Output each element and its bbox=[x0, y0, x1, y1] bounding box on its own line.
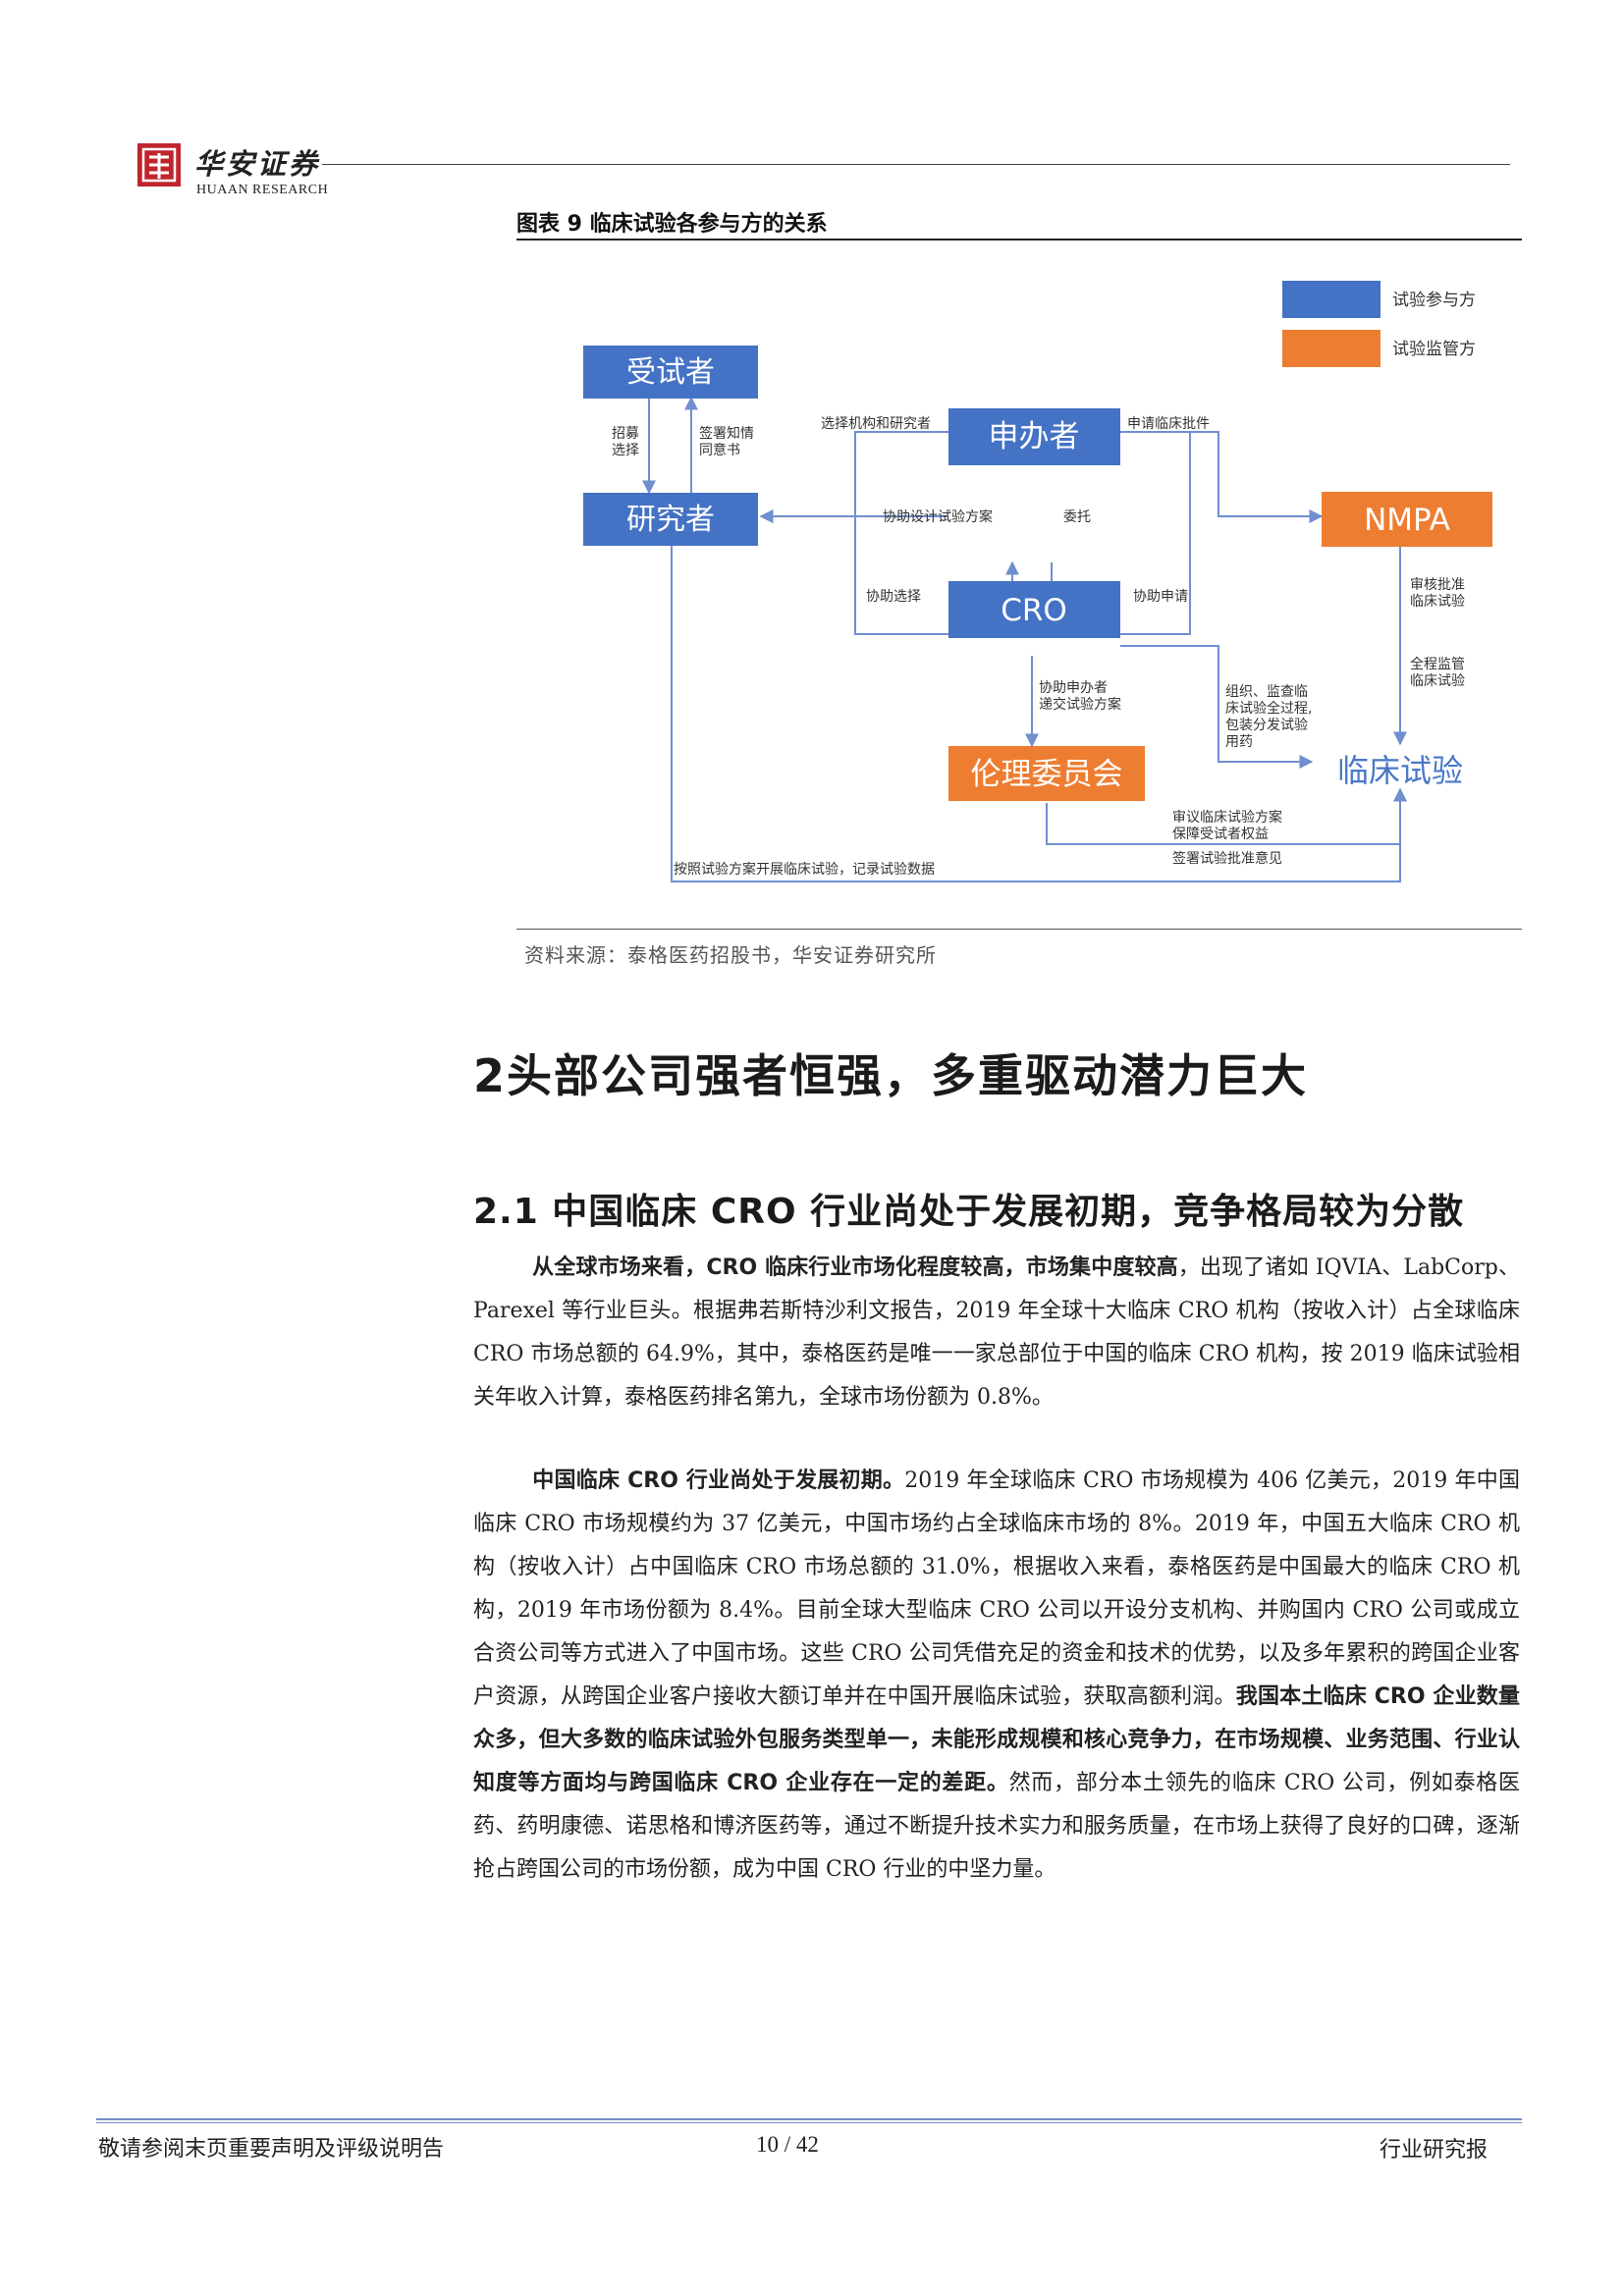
paragraph-global-market-body: ，出现了诸如 IQVIA、LabCorp、Parexel 等行业巨头。根据弗若斯… bbox=[473, 1255, 1520, 1410]
edge-label-organize-1: 组织、监查临 bbox=[1225, 684, 1308, 700]
node-investigator bbox=[583, 493, 758, 546]
page-number: 10 / 42 bbox=[756, 2132, 819, 2157]
edge-label-conduct: 按照试验方案开展临床试验，记录试验数据 bbox=[674, 861, 935, 878]
edge-label-select-inst: 选择机构和研究者 bbox=[821, 416, 931, 432]
edge-label-review-approve-1: 审核批准 bbox=[1410, 577, 1465, 593]
figure-source: 资料来源：泰格医药招股书，华安证券研究所 bbox=[524, 943, 937, 967]
node-ethics bbox=[948, 746, 1145, 801]
edge-label-assist-select: 协助选择 bbox=[866, 589, 921, 605]
node-cro bbox=[948, 581, 1120, 638]
node-investigator-label: 研究者 bbox=[626, 503, 715, 537]
edge-label-assist-design: 协助设计试验方案 bbox=[883, 508, 993, 525]
figure-top-rule bbox=[516, 239, 1522, 240]
edge-label-organize-4: 用药 bbox=[1225, 734, 1253, 750]
node-subject-label: 受试者 bbox=[626, 355, 715, 390]
relationship-diagram: 试验参与方 试验监管方 受试者 研究者 申办者 CR bbox=[583, 281, 1492, 882]
paragraph-china-market: 中国临床 CRO 行业尚处于发展初期。2019 年全球临床 CRO 市场规模为 … bbox=[473, 1460, 1520, 1892]
edge-label-recruit-2: 选择 bbox=[612, 443, 639, 458]
edge-label-assist-apply: 协助申请 bbox=[1133, 589, 1188, 605]
edge-label-consent-1: 签署知情 bbox=[699, 425, 754, 442]
legend-swatch-participant bbox=[1282, 281, 1380, 318]
footer-report-type: 行业研究报 bbox=[1380, 2138, 1489, 2163]
legend-swatch-regulator bbox=[1282, 330, 1380, 367]
node-nmpa bbox=[1322, 492, 1492, 547]
paragraph-china-market-lead: 中国临床 CRO 行业尚处于发展初期。 bbox=[532, 1468, 905, 1493]
node-cro-label: CRO bbox=[1001, 593, 1067, 628]
edge-label-consent-2: 同意书 bbox=[699, 442, 740, 458]
node-sponsor bbox=[948, 408, 1120, 465]
node-ethics-label: 伦理委员会 bbox=[971, 757, 1123, 792]
section-heading: 2头部公司强者恒强，多重驱动潜力巨大 bbox=[473, 1049, 1309, 1102]
paragraph-china-market-body1: 2019 年全球临床 CRO 市场规模为 406 亿美元，2019 年中国临床 … bbox=[473, 1468, 1520, 1709]
edge-label-sign-opinion: 签署试验批准意见 bbox=[1172, 850, 1282, 867]
edge-label-assist-submit-2: 递交试验方案 bbox=[1039, 696, 1121, 713]
edge-label-apply-approval: 申请临床批件 bbox=[1127, 416, 1210, 432]
node-nmpa-label: NMPA bbox=[1364, 503, 1450, 538]
edge-label-review-protocol-1: 审议临床试验方案 bbox=[1172, 809, 1282, 826]
footer-disclaimer: 敬请参阅末页重要声明及评级说明告 bbox=[98, 2137, 445, 2162]
brand-name-cn: 华安证券 bbox=[194, 147, 321, 181]
edge-label-review-approve-2: 临床试验 bbox=[1410, 594, 1465, 610]
edge-label-organize-2: 床试验全过程, bbox=[1225, 700, 1312, 717]
subsection-heading: 2.1 中国临床 CRO 行业尚处于发展初期，竞争格局较为分散 bbox=[473, 1192, 1465, 1232]
paragraph-china-market-body2: 然而，部分本土领先的临床 CRO 公司，例如泰格医药、药明康德、诺思格和博济医药… bbox=[473, 1771, 1521, 1882]
node-trial-label: 临床试验 bbox=[1337, 752, 1463, 789]
edge-label-assist-submit-1: 协助申办者 bbox=[1039, 680, 1108, 696]
node-subject bbox=[583, 346, 758, 399]
figure-bottom-rule bbox=[516, 929, 1522, 930]
edge-label-full-supervise-1: 全程监管 bbox=[1410, 656, 1465, 672]
paragraph-global-market-lead: 从全球市场来看，CRO 临床行业市场化程度较高，市场集中度较高 bbox=[532, 1255, 1178, 1280]
edge-label-entrust: 委托 bbox=[1063, 509, 1091, 525]
footer-divider-thin bbox=[96, 2122, 1522, 2123]
brand-name-en: HUAAN RESEARCH bbox=[196, 183, 329, 197]
brand-logo-icon bbox=[137, 143, 181, 187]
legend-label-regulator: 试验监管方 bbox=[1392, 340, 1476, 359]
header-divider bbox=[322, 164, 1510, 165]
node-sponsor-label: 申办者 bbox=[989, 419, 1080, 454]
paragraph-global-market: 从全球市场来看，CRO 临床行业市场化程度较高，市场集中度较高，出现了诸如 IQ… bbox=[473, 1247, 1520, 1419]
edge-label-review-protocol-2: 保障受试者权益 bbox=[1172, 827, 1269, 842]
footer-divider bbox=[96, 2118, 1522, 2120]
edge-label-full-supervise-2: 临床试验 bbox=[1410, 673, 1465, 689]
edge-label-recruit-1: 招募 bbox=[612, 426, 639, 442]
paragraph-china-market-emphasis: 我国本土临床 CRO 企业数量众多，但大多数的临床试验外包服务类型单一，未能形成… bbox=[473, 1684, 1520, 1795]
edge-label-organize-3: 包装分发试验 bbox=[1225, 718, 1308, 733]
legend-label-participant: 试验参与方 bbox=[1392, 291, 1476, 310]
figure-title: 图表 9 临床试验各参与方的关系 bbox=[516, 212, 828, 237]
